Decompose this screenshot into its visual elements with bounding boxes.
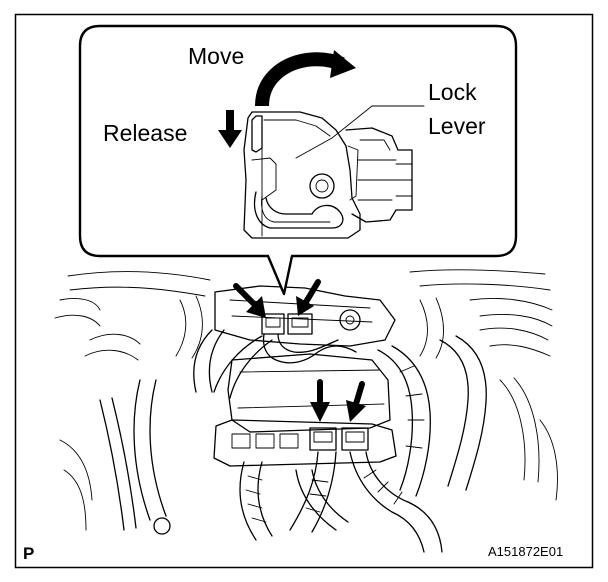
- curved-arrow-icon: [255, 50, 356, 107]
- release-label: Release: [103, 120, 187, 146]
- down-arrow-icon: [218, 110, 242, 148]
- connector-detail: [243, 105, 425, 239]
- view-marker: P: [23, 544, 34, 563]
- engine-bay-illustration: [54, 269, 558, 553]
- lever-label: Lever: [428, 113, 486, 139]
- figure-code: A151872E01: [488, 544, 563, 559]
- move-label: Move: [188, 43, 244, 69]
- detail-callout-box: [78, 24, 518, 296]
- pointer-arrow-bottom-left: [310, 379, 330, 422]
- pointer-arrow-bottom-right: [346, 381, 366, 422]
- pointer-arrow-top-left: [233, 283, 266, 318]
- figure-border: [14, 13, 594, 569]
- pointer-arrow-top-right: [296, 279, 321, 316]
- lock-label: Lock: [428, 79, 477, 105]
